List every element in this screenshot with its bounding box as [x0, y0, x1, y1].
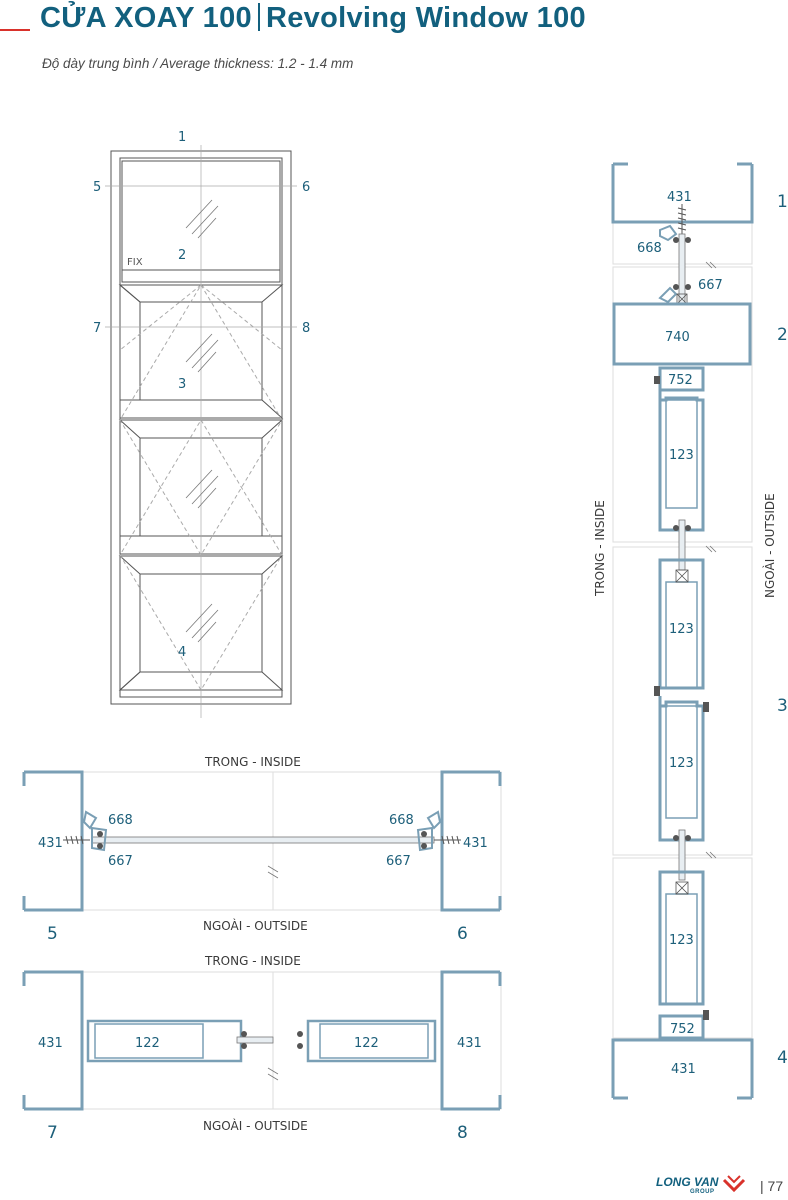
vsec-label-667: 667 — [698, 278, 723, 293]
vsec-label-740: 740 — [665, 330, 690, 345]
elevation-marker-1: 1 — [178, 130, 186, 145]
vsec-marker-4: 4 — [777, 1048, 788, 1068]
title-english: Revolving Window 100 — [265, 2, 586, 34]
vsec-label-752-top: 752 — [668, 373, 693, 388]
vsec-marker-1: 1 — [777, 192, 788, 212]
logo-mark-icon — [722, 1175, 746, 1193]
sec78-inside-label: TRONG - INSIDE — [204, 954, 301, 968]
sec56-right-667: 667 — [386, 854, 411, 869]
elevation-marker-5: 5 — [93, 180, 101, 195]
title-vietnamese: CỬA XOAY 100 — [40, 2, 252, 34]
vsec-outside-label: NGOÀI - OUTSIDE — [762, 493, 777, 598]
vsec-label-123-b: 123 — [669, 622, 694, 637]
section-5-6-drawing — [22, 770, 502, 912]
vsec-label-123-a: 123 — [669, 448, 694, 463]
sec78-right-431: 431 — [457, 1036, 482, 1051]
header-accent-rule — [0, 29, 30, 31]
fix-label: FIX — [127, 257, 143, 268]
company-logo: LONG VAN GROUP — [656, 1175, 719, 1195]
vsec-marker-2: 2 — [777, 325, 788, 345]
sec78-left-122: 122 — [135, 1036, 160, 1051]
elevation-marker-4: 4 — [178, 645, 186, 660]
vsec-label-431-bottom: 431 — [671, 1062, 696, 1077]
sec78-outside-label: NGOÀI - OUTSIDE — [203, 1118, 308, 1133]
sec56-left-668: 668 — [108, 813, 133, 828]
vsec-inside-label: TRONG - INSIDE — [593, 500, 607, 597]
sec56-right-431: 431 — [463, 836, 488, 851]
vsec-label-123-d: 123 — [669, 933, 694, 948]
sec56-left-667: 667 — [108, 854, 133, 869]
elevation-marker-8: 8 — [302, 321, 310, 336]
vsec-label-431-top: 431 — [667, 190, 692, 205]
sec78-right-122: 122 — [354, 1036, 379, 1051]
vsec-label-123-c: 123 — [669, 756, 694, 771]
elevation-marker-3: 3 — [178, 377, 186, 392]
elevation-marker-6: 6 — [302, 180, 310, 195]
elevation-marker-2: 2 — [178, 248, 186, 263]
page-title: CỬA XOAY 100 Revolving Window 100 — [40, 2, 586, 35]
sec56-marker-5: 5 — [47, 924, 58, 944]
sec56-marker-6: 6 — [457, 924, 468, 944]
vsec-label-668: 668 — [637, 241, 662, 256]
title-separator — [257, 3, 260, 31]
vsec-marker-3: 3 — [777, 696, 788, 716]
sec78-left-431: 431 — [38, 1036, 63, 1051]
sec56-right-668: 668 — [389, 813, 414, 828]
thickness-subtitle: Độ dày trung bình / Average thickness: 1… — [42, 56, 354, 71]
vertical-section — [611, 162, 754, 1100]
sec78-marker-8: 8 — [457, 1123, 468, 1143]
sec56-left-431: 431 — [38, 836, 63, 851]
sec56-inside-label: TRONG - INSIDE — [204, 755, 301, 769]
elevation-marker-7: 7 — [93, 321, 101, 336]
logo-wordmark: LONG VAN — [656, 1175, 719, 1189]
vsec-label-752-bottom: 752 — [670, 1022, 695, 1037]
sec56-outside-label: NGOÀI - OUTSIDE — [203, 918, 308, 933]
window-elevation — [105, 145, 297, 718]
logo-group-text: GROUP — [690, 1189, 715, 1195]
sec78-marker-7: 7 — [47, 1123, 58, 1143]
section-7-8-drawing — [22, 970, 502, 1111]
page-number: | 77 — [760, 1178, 784, 1194]
